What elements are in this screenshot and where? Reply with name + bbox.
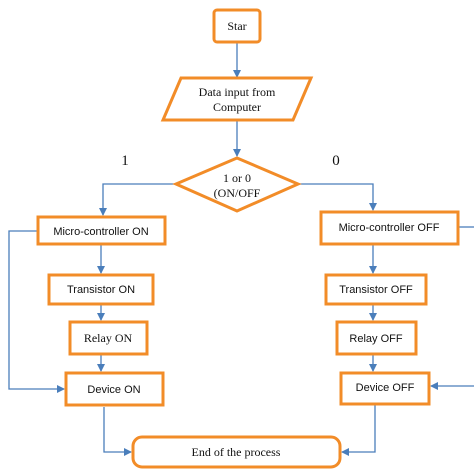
- branch-label-on: 1: [121, 153, 129, 169]
- node-relay-off-label: Relay OFF: [349, 333, 402, 345]
- node-data-input: Data input from Computer: [160, 76, 314, 122]
- node-micro-on: Micro-controller ON: [36, 215, 167, 246]
- node-transistor-off: Transistor OFF: [324, 273, 428, 306]
- node-micro-off-label: Micro-controller OFF: [339, 222, 440, 234]
- edge-device-off-to-end: [341, 404, 376, 456]
- node-device-off: Device OFF: [339, 371, 431, 406]
- connectors: [8, 42, 474, 456]
- node-relay-off: Relay OFF: [335, 320, 418, 356]
- node-relay-on-label: Relay ON: [84, 331, 133, 345]
- edge-decision-to-micro-on: [99, 183, 176, 216]
- node-decision-label-line1: 1 or 0: [223, 171, 251, 185]
- node-micro-on-label: Micro-controller ON: [53, 226, 148, 238]
- node-decision-label-line2: (ON/OFF: [214, 186, 261, 200]
- branch-label-off: 0: [332, 153, 340, 169]
- node-start-label: Star: [227, 19, 246, 33]
- node-start: Star: [212, 8, 262, 44]
- node-micro-off: Micro-controller OFF: [319, 210, 460, 246]
- node-relay-on: Relay ON: [68, 320, 149, 356]
- node-decision: 1 or 0 (ON/OFF: [172, 156, 302, 213]
- node-transistor-off-label: Transistor OFF: [339, 284, 413, 296]
- node-device-off-label: Device OFF: [356, 382, 415, 394]
- node-device-on-label: Device ON: [87, 384, 140, 396]
- node-device-on: Device ON: [64, 371, 165, 407]
- node-data-input-label-line1: Data input from: [199, 85, 276, 99]
- node-transistor-on: Transistor ON: [47, 273, 155, 306]
- node-data-input-label-line2: Computer: [213, 100, 261, 114]
- edge-decision-to-micro-off: [298, 183, 377, 211]
- node-end: End of the process: [131, 435, 342, 469]
- node-end-label: End of the process: [192, 445, 281, 459]
- edge-micro-on-bypass-to-device-on: [8, 230, 65, 393]
- edge-device-on-to-end: [103, 407, 132, 456]
- node-transistor-on-label: Transistor ON: [67, 284, 135, 296]
